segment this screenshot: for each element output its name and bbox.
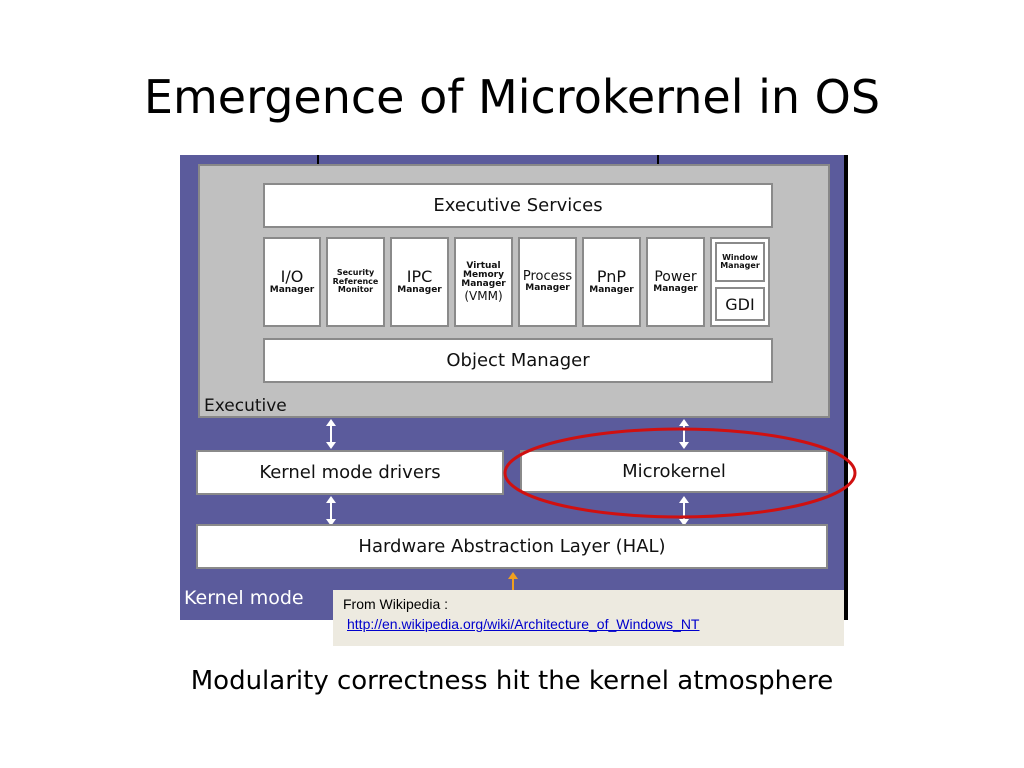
- window-manager-box: Window Manager: [715, 242, 765, 282]
- srm-line-2: Reference: [332, 276, 379, 286]
- io-manager-title: I/O: [280, 266, 304, 286]
- executive-label: Executive: [204, 396, 287, 416]
- ipc-manager-box: IPC Manager: [390, 237, 449, 327]
- source-caption: From Wikipedia : http://en.wikipedia.org…: [333, 590, 844, 646]
- arrow-drivers-hal: [326, 496, 336, 526]
- kernel-mode-drivers-box: Kernel mode drivers: [196, 450, 504, 495]
- io-manager-box: I/O Manager: [263, 237, 321, 327]
- srm-line-3: Monitor: [337, 285, 374, 295]
- vmm-line-2: Memory: [463, 269, 504, 280]
- object-manager-box: Object Manager: [263, 338, 773, 383]
- hal-box: Hardware Abstraction Layer (HAL): [196, 524, 828, 569]
- window-manager-gdi-group: Window Manager GDI: [710, 237, 770, 327]
- process-sub: Manager: [525, 283, 570, 294]
- window-manager-line-2: Manager: [720, 261, 760, 270]
- microkernel-highlight-ellipse: [503, 427, 857, 519]
- slide-subtitle: Modularity correctness hit the kernel at…: [190, 666, 834, 696]
- power-sub: Manager: [653, 283, 698, 294]
- windows-nt-architecture-diagram: Executive Services I/O Manager Security …: [180, 155, 848, 620]
- vmm-line-4: (VMM): [464, 288, 503, 303]
- microkernel-box: Microkernel: [520, 450, 828, 493]
- gdi-box: GDI: [715, 287, 765, 321]
- kernel-mode-label: Kernel mode: [184, 587, 304, 609]
- wikipedia-link[interactable]: http://en.wikipedia.org/wiki/Architectur…: [347, 616, 700, 632]
- executive-panel: Executive Services I/O Manager Security …: [198, 164, 830, 418]
- ipc-title: IPC: [406, 266, 433, 286]
- process-title: Process: [522, 269, 573, 285]
- power-title: Power: [654, 268, 697, 285]
- hal-up-arrow: [508, 572, 518, 591]
- caption-from: From Wikipedia :: [343, 596, 449, 612]
- vmm-box: Virtual Memory Manager (VMM): [454, 237, 513, 327]
- executive-services-box: Executive Services: [263, 183, 773, 228]
- slide-title: Emergence of Microkernel in OS: [143, 70, 881, 124]
- ipc-sub: Manager: [397, 284, 442, 295]
- process-manager-box: Process Manager: [518, 237, 577, 327]
- window-manager-line-1: Window: [722, 252, 758, 262]
- power-manager-box: Power Manager: [646, 237, 705, 327]
- vmm-line-1: Virtual: [466, 260, 501, 271]
- arrow-exec-drivers: [326, 419, 336, 449]
- pnp-manager-box: PnP Manager: [582, 237, 641, 327]
- io-manager-sub: Manager: [269, 284, 315, 295]
- srm-line-1: Security: [336, 268, 375, 278]
- security-reference-monitor-box: Security Reference Monitor: [326, 237, 385, 327]
- arrow-exec-microkernel: [679, 419, 689, 449]
- pnp-sub: Manager: [589, 284, 634, 295]
- pnp-title: PnP: [596, 266, 627, 286]
- vmm-line-3: Manager: [461, 279, 506, 290]
